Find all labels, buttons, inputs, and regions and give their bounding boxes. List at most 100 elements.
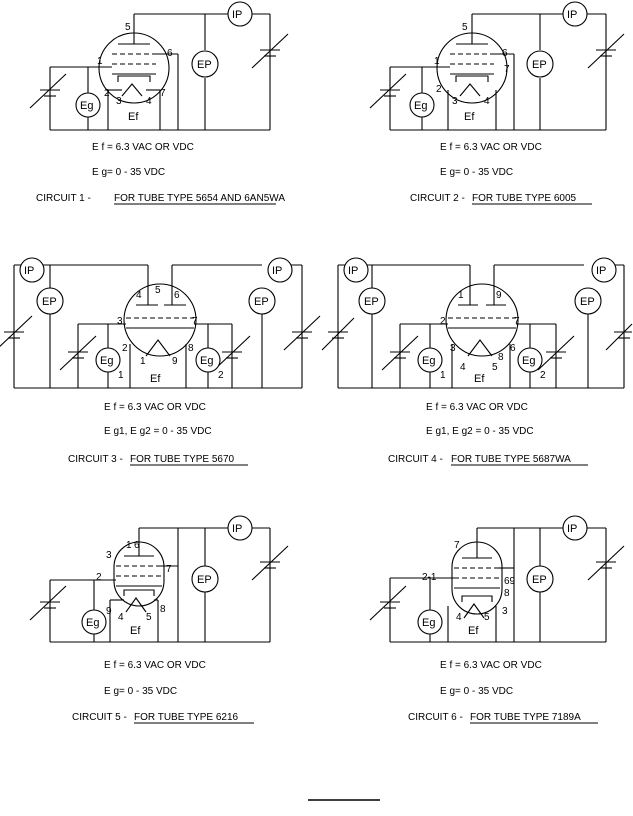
ef-label: Ef <box>474 373 485 385</box>
pin-label: 7 <box>514 316 520 327</box>
pin-label: 2 <box>436 84 442 95</box>
ep-meter-1 <box>191 50 219 78</box>
pin-label: 2 <box>96 572 102 583</box>
ip-meter-label: IP <box>232 523 242 535</box>
pin-label: 4 <box>456 612 462 623</box>
ep-meter-6 <box>526 565 554 593</box>
pin-label: 6 <box>502 48 508 59</box>
ep-meter-label: EP <box>254 296 269 308</box>
pin-label: 9 <box>172 356 178 367</box>
pin-label: 6 <box>167 48 173 59</box>
pin-label: 8 <box>160 604 166 615</box>
circuit-3-diagram: IP EP IP EP Eg 1 Eg 2 Ef 4 5 6 3 7 2 8 1… <box>0 257 321 389</box>
pin-label: 9 <box>106 606 112 617</box>
eg-subscript: 2 <box>540 370 546 381</box>
circuit-3-ef: E f = 6.3 VAC OR VDC <box>104 402 206 413</box>
circuit-4-eg: E g1, E g2 = 0 - 35 VDC <box>426 426 534 437</box>
eg1-meter-3 <box>95 347 121 373</box>
circuit-5-caption-link: FOR TUBE TYPE 6216 <box>134 712 239 723</box>
ep-meter-label: EP <box>197 574 212 586</box>
ip-meter-label: IP <box>232 9 242 21</box>
circuit-4-ef: E f = 6.3 VAC OR VDC <box>426 402 528 413</box>
ep-meter-label: EP <box>580 296 595 308</box>
pin-label: 1 <box>126 540 132 551</box>
pin-label: 4 <box>460 362 466 373</box>
pin-label: 1 <box>140 356 146 367</box>
pin-label: 7 <box>160 88 166 99</box>
ep-meter-3b <box>248 287 276 315</box>
eg-meter-label: Eg <box>414 100 427 112</box>
ip-meter-1 <box>227 1 253 27</box>
eg-meter-label: Eg <box>200 355 213 367</box>
pin-label: 1 <box>434 56 440 67</box>
circuit-1-eg: E g= 0 - 35 VDC <box>92 167 165 178</box>
circuit-6-eg: E g= 0 - 35 VDC <box>440 686 513 697</box>
pin-label: 4 <box>136 290 142 301</box>
pin-label: 1 <box>97 56 103 67</box>
circuit-3-eg: E g1, E g2 = 0 - 35 VDC <box>104 426 212 437</box>
circuit-1-caption-prefix: CIRCUIT 1 - <box>36 193 91 204</box>
eg-meter-label: Eg <box>100 355 113 367</box>
eg-meter-1 <box>75 92 101 118</box>
ip-meter-label: IP <box>272 265 282 277</box>
eg1-meter-4 <box>417 347 443 373</box>
circuit-1-diagram: IP EP Eg Ef 5 6 1 2 3 4 7 <box>29 1 289 131</box>
circuit-2-caption-prefix: CIRCUIT 2 - <box>410 193 465 204</box>
ep-meter-5 <box>191 565 219 593</box>
ep-meter-4a <box>358 287 386 315</box>
eg-meter-6 <box>417 609 443 635</box>
ip-meter-label: IP <box>567 9 577 21</box>
ip-meter-label: IP <box>596 265 606 277</box>
eg-meter-label: Eg <box>86 617 99 629</box>
circuit-6-caption-prefix: CIRCUIT 6 - <box>408 712 463 723</box>
eg-subscript: 1 <box>118 370 124 381</box>
eg-meter-label: Eg <box>522 355 535 367</box>
pin-label: 3 <box>452 96 458 107</box>
pin-label: 2 <box>122 343 128 354</box>
pin-label: 9 <box>496 290 502 301</box>
circuit-5-ef: E f = 6.3 VAC OR VDC <box>104 660 206 671</box>
circuit-1-caption-link: FOR TUBE TYPE 5654 AND 6AN5WA <box>114 193 285 204</box>
pin-label: 4 <box>118 612 124 623</box>
circuit-1-ef: E f = 6.3 VAC OR VDC <box>92 142 194 153</box>
ip-meter-label: IP <box>567 523 577 535</box>
ep-meter-label: EP <box>42 296 57 308</box>
circuit-5-caption-prefix: CIRCUIT 5 - <box>72 712 127 723</box>
circuit-2-caption-link: FOR TUBE TYPE 6005 <box>472 193 577 204</box>
circuit-6-caption-link: FOR TUBE TYPE 7189A <box>470 712 581 723</box>
pin-label: 4 <box>484 96 490 107</box>
ef-label: Ef <box>128 111 139 123</box>
circuit-3-caption-prefix: CIRCUIT 3 - <box>68 454 123 465</box>
eg2-meter-4 <box>517 347 543 373</box>
pin-label: 8 <box>498 352 504 363</box>
circuit-5-eg: E g= 0 - 35 VDC <box>104 686 177 697</box>
pin-label: 4 <box>146 96 152 107</box>
eg-meter-label: Eg <box>422 617 435 629</box>
ip-meter-4b <box>591 257 617 283</box>
pin-label: 5 <box>125 22 131 33</box>
pin-label: 3 <box>116 96 122 107</box>
ip-meter-6 <box>562 515 588 541</box>
pin-label: 5 <box>462 22 468 33</box>
ip-meter-3b <box>267 257 293 283</box>
ef-label: Ef <box>468 625 479 637</box>
circuit-6-ef: E f = 6.3 VAC OR VDC <box>440 660 542 671</box>
pin-label: 3 <box>450 343 456 354</box>
circuit-2-eg: E g= 0 - 35 VDC <box>440 167 513 178</box>
circuit-6-diagram: IP EP Eg Ef 7 2-1 69 8 3 4 5 <box>369 515 625 643</box>
ep-meter-label: EP <box>532 59 547 71</box>
circuit-2-diagram: IP EP Eg Ef 5 6 1 7 2 3 4 <box>369 1 625 131</box>
eg-subscript: 1 <box>440 370 446 381</box>
pin-label: 5 <box>155 285 161 296</box>
pin-label: 6 <box>510 343 516 354</box>
ip-meter-label: IP <box>24 265 34 277</box>
ef-label: Ef <box>464 111 475 123</box>
pin-label: 1 <box>458 290 464 301</box>
circuit-4-caption-prefix: CIRCUIT 4 - <box>388 454 443 465</box>
circuit-2-ef: E f = 6.3 VAC OR VDC <box>440 142 542 153</box>
pin-label: 2 <box>440 316 446 327</box>
ep-meter-label: EP <box>532 574 547 586</box>
eg-meter-2 <box>409 92 435 118</box>
circuit-4-diagram: IP EP IP EP Eg 1 Eg 2 Ef 1 9 2 7 3 6 8 4… <box>321 257 633 389</box>
